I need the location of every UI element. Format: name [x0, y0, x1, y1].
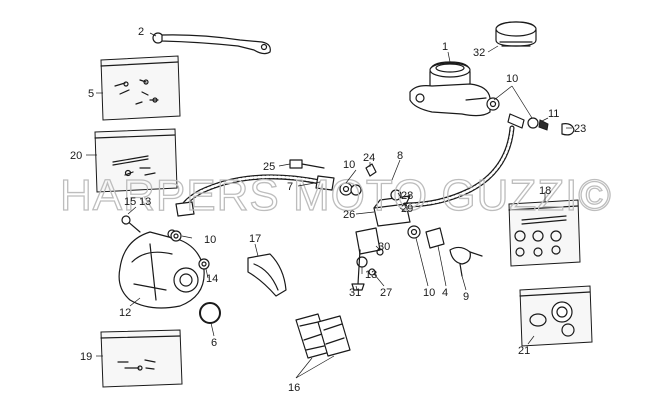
part-label: 13 [139, 196, 151, 208]
part-label: 25 [263, 161, 275, 173]
part-label: 18 [539, 185, 551, 197]
part-label: 28 [401, 190, 413, 202]
brake-caliper [118, 215, 205, 309]
part-label: 4 [442, 287, 448, 299]
master-cylinder [409, 61, 491, 117]
part-label: 1 [442, 41, 448, 53]
part-label: 13 [365, 269, 377, 281]
part-label: 2 [138, 26, 144, 38]
part-label: 30 [378, 241, 390, 253]
brake-pads [295, 313, 351, 359]
hardware-bag-5 [100, 55, 181, 121]
part-label: 6 [211, 337, 217, 349]
distribution-block [351, 189, 411, 291]
part-label: 14 [206, 273, 218, 285]
part-label: 29 [401, 203, 413, 215]
part-label: 24 [363, 152, 375, 164]
part-label: 9 [463, 291, 469, 303]
part-label: 20 [70, 150, 82, 162]
part-label: 27 [380, 287, 392, 299]
hardware-bag-20 [94, 128, 178, 193]
part-label: 21 [518, 345, 530, 357]
part-label: 31 [349, 287, 361, 299]
part-label: 5 [88, 88, 94, 100]
part-labels: 2 1 32 5 10 11 23 20 25 10 24 8 7 28 29 … [70, 26, 586, 394]
part-label: 11 [548, 108, 559, 120]
part-label: 19 [80, 351, 92, 363]
hardware-bag-19 [100, 329, 183, 388]
part-label: 15 [124, 196, 136, 208]
upper-brake-hose [402, 125, 515, 208]
caliper-washer [170, 230, 182, 242]
part-label: 26 [343, 209, 355, 221]
part-label: 10 [506, 73, 518, 85]
washer-14 [198, 258, 210, 270]
part-label: 17 [249, 233, 261, 245]
part-label: 32 [473, 47, 485, 59]
watermark-text: HARPERS MOTO GUZZI© [60, 171, 612, 220]
part-label: 12 [119, 307, 131, 319]
o-ring [199, 302, 221, 324]
part-label: 8 [397, 150, 403, 162]
part-label: 10 [343, 159, 355, 171]
part-label: 10 [204, 234, 216, 246]
right-fittings [407, 225, 483, 277]
hardware-bag-21 [519, 285, 593, 347]
center-bolts [289, 159, 377, 196]
part-label: 23 [574, 123, 586, 135]
pad-spring [247, 253, 287, 297]
part-label: 10 [423, 287, 435, 299]
lower-brake-hose [175, 174, 335, 217]
upper-fittings [486, 97, 575, 136]
part-label: 16 [288, 382, 300, 394]
reservoir-cap-32 [495, 21, 537, 47]
brake-lever [152, 32, 271, 55]
leader-lines [86, 32, 572, 379]
hardware-bag-18 [508, 199, 581, 267]
part-label: 7 [287, 181, 293, 193]
